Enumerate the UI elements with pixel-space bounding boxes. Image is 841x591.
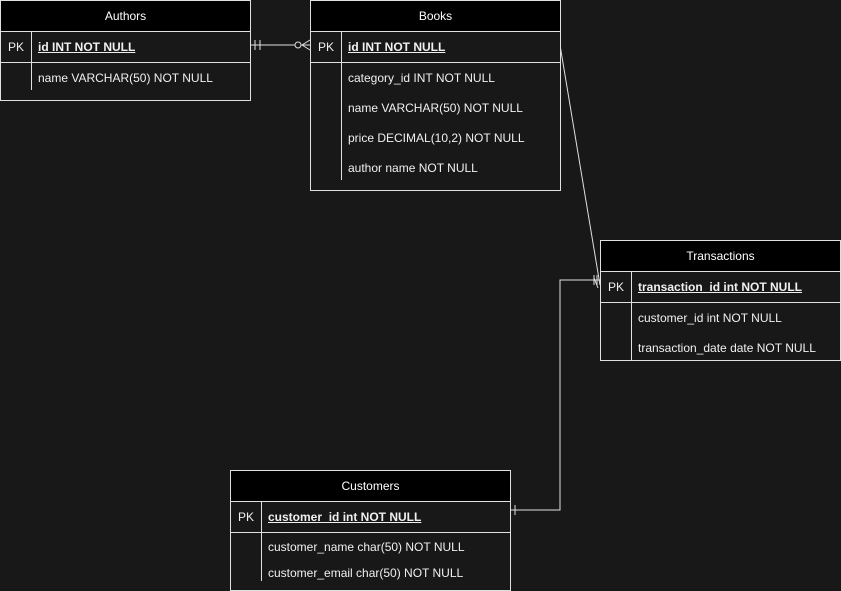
books-pk-row[interactable]: PK id INT NOT NULL <box>311 32 560 63</box>
transactions-pk-label: PK <box>607 280 624 294</box>
authors-pk-row[interactable]: PK id INT NOT NULL <box>1 32 250 63</box>
books-field-author-name: author name NOT NULL <box>348 161 478 175</box>
customers-column-divider <box>261 502 262 581</box>
books-field-price: price DECIMAL(10,2) NOT NULL <box>348 131 525 145</box>
customers-field-customer-email: customer_email char(50) NOT NULL <box>268 566 464 580</box>
customers-pk-label: PK <box>237 510 254 524</box>
authors-field-name: name VARCHAR(50) NOT NULL <box>38 71 213 85</box>
books-field-row[interactable]: name VARCHAR(50) NOT NULL <box>311 93 560 123</box>
books-pk-field: id INT NOT NULL <box>348 40 446 54</box>
customers-field-customer-name: customer_name char(50) NOT NULL <box>268 540 465 554</box>
books-transactions-relationship[interactable] <box>559 44 601 289</box>
transactions-pk-field: transaction_id int NOT NULL <box>638 280 803 294</box>
authors-books-relationship[interactable] <box>250 39 311 51</box>
books-field-row[interactable]: author name NOT NULL <box>311 153 560 183</box>
authors-pk-field: id INT NOT NULL <box>38 40 136 54</box>
authors-pk-label: PK <box>7 40 24 54</box>
transactions-pk-row[interactable]: PK transaction_id int NOT NULL <box>601 272 840 303</box>
transactions-field-transaction-date: transaction_date date NOT NULL <box>638 341 816 355</box>
books-table-title: Books <box>311 1 560 32</box>
books-field-category-id: category_id INT NOT NULL <box>348 71 495 85</box>
customers-table-title: Customers <box>231 471 510 502</box>
books-field-row[interactable]: category_id INT NOT NULL <box>311 63 560 93</box>
books-column-divider <box>341 32 342 180</box>
authors-column-divider <box>31 32 32 90</box>
books-field-name: name VARCHAR(50) NOT NULL <box>348 101 523 115</box>
transactions-field-customer-id: customer_id int NOT NULL <box>638 311 782 325</box>
customers-field-row[interactable]: customer_email char(50) NOT NULL <box>231 561 510 585</box>
customers-table[interactable]: Customers PK customer_id int NOT NULL cu… <box>230 470 511 591</box>
transactions-table-title: Transactions <box>601 241 840 272</box>
customers-pk-row[interactable]: PK customer_id int NOT NULL <box>231 502 510 533</box>
authors-table[interactable]: Authors PK id INT NOT NULL name VARCHAR(… <box>0 0 251 101</box>
customers-pk-field: customer_id int NOT NULL <box>268 510 422 524</box>
authors-field-row[interactable]: name VARCHAR(50) NOT NULL <box>1 63 250 93</box>
authors-table-title: Authors <box>1 1 250 32</box>
transactions-field-row[interactable]: transaction_date date NOT NULL <box>601 333 840 363</box>
books-pk-label: PK <box>317 40 334 54</box>
books-table[interactable]: Books PK id INT NOT NULL category_id INT… <box>310 0 561 191</box>
customers-transactions-relationship[interactable] <box>510 275 600 515</box>
transactions-table[interactable]: Transactions PK transaction_id int NOT N… <box>600 240 841 361</box>
books-field-row[interactable]: price DECIMAL(10,2) NOT NULL <box>311 123 560 153</box>
transactions-field-row[interactable]: customer_id int NOT NULL <box>601 303 840 333</box>
transactions-column-divider <box>631 272 632 360</box>
customers-field-row[interactable]: customer_name char(50) NOT NULL <box>231 533 510 561</box>
